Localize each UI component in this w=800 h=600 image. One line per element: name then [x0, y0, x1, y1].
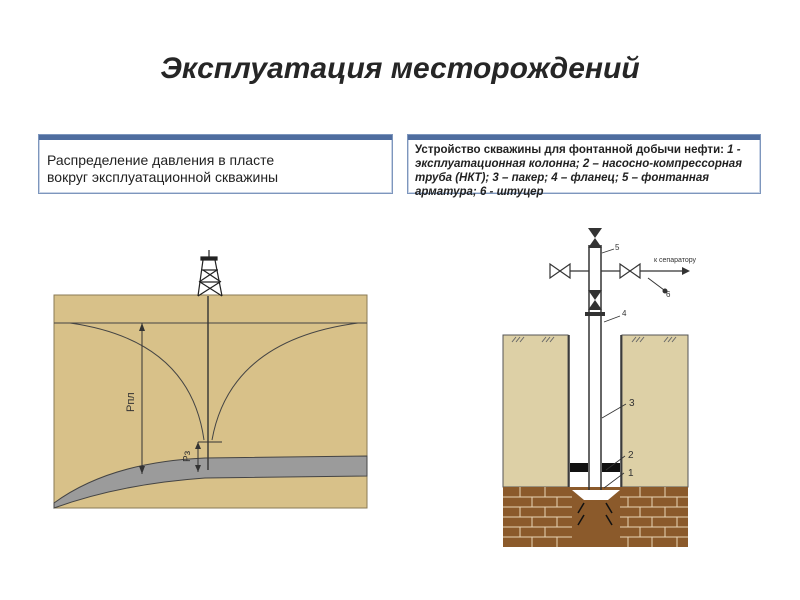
brick-formation [503, 487, 688, 547]
arrow-head [195, 442, 201, 449]
p-z-label: Pз [182, 450, 193, 462]
label-5: 5 [615, 243, 620, 252]
arrow-head [139, 323, 145, 331]
depression-curve-left [69, 322, 205, 441]
ground-right [621, 334, 689, 488]
inflow-arrows [577, 502, 613, 526]
left-caption-box: Распределение давления в пласте вокруг э… [38, 134, 393, 194]
right-caption-box: Устройство скважины для фонтанной добычи… [407, 134, 761, 198]
label-2: 2 [628, 450, 634, 461]
leader-lines [601, 248, 627, 489]
flange-icon [585, 312, 605, 316]
wellhead-valve-icon [588, 228, 602, 310]
right-caption-head: Устройство скважины для фонтанной добычи… [415, 144, 724, 156]
choke-icon [647, 277, 668, 294]
oil-formation [53, 455, 368, 509]
left-caption-line1: Распределение давления в пласте [47, 152, 275, 168]
label-6: 6 [666, 290, 671, 299]
separator-label: к сепаратору [654, 257, 697, 264]
ground-left [502, 334, 569, 488]
left-caption-line2: вокруг эксплуатационной скважины [47, 169, 279, 185]
wing-valve-right-icon [601, 262, 686, 280]
caption-accent-bar [408, 135, 760, 140]
right-caption-body: 1 - эксплуатационная колонна; 2 – насосн… [415, 144, 742, 198]
wing-valve-left-icon [549, 262, 589, 280]
arrow-head [195, 465, 201, 472]
packer-right [602, 463, 620, 472]
depression-curve-right [211, 322, 359, 441]
packer-left [570, 463, 588, 472]
page-title: Эксплуатация месторождений [160, 52, 640, 85]
label-3: 3 [629, 398, 635, 409]
ground-hatch [511, 336, 677, 343]
derrick-icon [197, 250, 223, 297]
flow-arrow-icon [682, 267, 690, 275]
caption-accent-bar [39, 135, 392, 140]
left-caption-text: Распределение давления в пласте вокруг э… [47, 152, 278, 186]
arrow-head [139, 466, 145, 474]
label-1: 1 [628, 468, 634, 479]
right-caption-text: Устройство скважины для фонтанной добычи… [415, 143, 754, 199]
p-pl-label: Pпл [125, 392, 137, 412]
label-4: 4 [622, 309, 627, 318]
